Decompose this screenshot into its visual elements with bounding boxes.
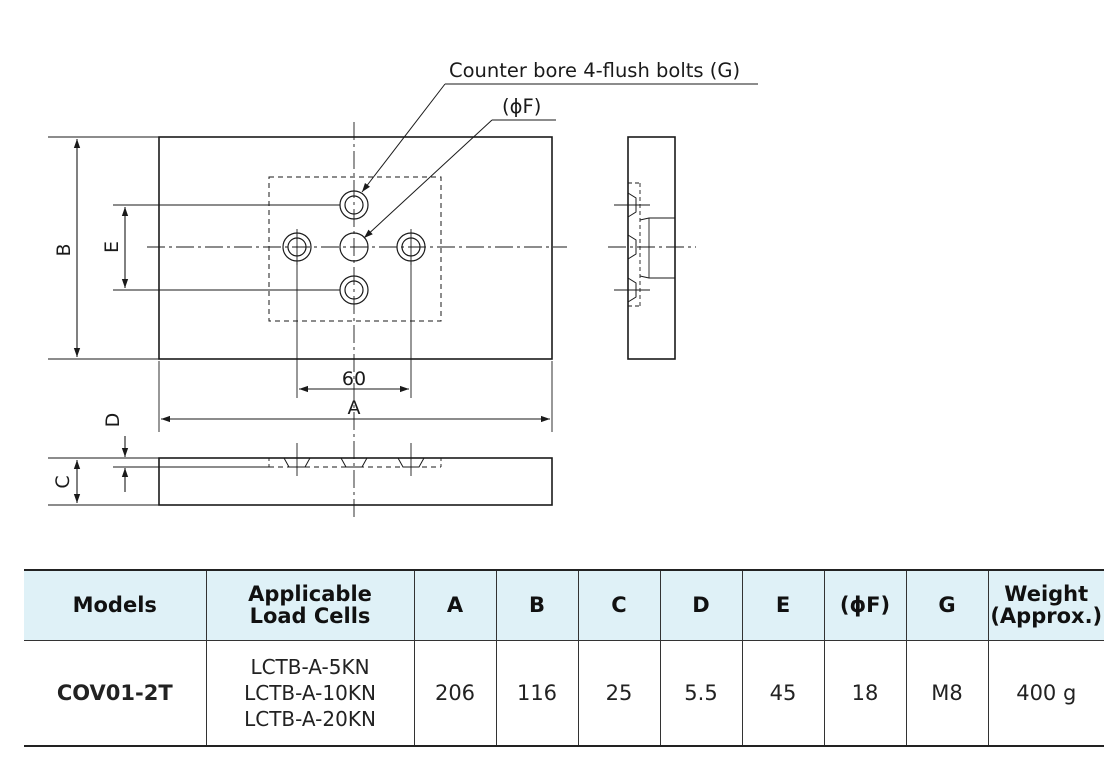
cell-e: 45: [741, 639, 825, 747]
load-cell-item: LCTB-A-10KN: [244, 680, 376, 705]
cell-a: 206: [413, 639, 497, 747]
callout-bolts-label: Counter bore 4-flush bolts (G): [449, 59, 740, 82]
bottom-outline: [158, 457, 553, 506]
header-models: Models: [24, 569, 207, 641]
leader-bolts: [361, 83, 446, 193]
header-weight-line2: (Approx.): [990, 604, 1103, 629]
header-load-cells-line2: Load Cells: [249, 604, 371, 629]
cell-c: 25: [577, 639, 661, 747]
dim-c-label: C: [52, 475, 74, 488]
plate-outline: [158, 136, 553, 360]
spec-table: Models Applicable Load Cells A B C D E (…: [24, 569, 1104, 747]
dim-b-label: B: [53, 243, 75, 256]
dim-d-label: D: [102, 413, 124, 428]
header-e: E: [741, 569, 825, 641]
header-f: (ϕF): [823, 569, 907, 641]
header-weight-line1: Weight: [1004, 582, 1089, 607]
bolt-pattern-zone: [268, 176, 442, 322]
dim-e-label: E: [101, 241, 123, 253]
cell-model: COV01-2T: [24, 639, 207, 747]
header-b: B: [495, 569, 579, 641]
side-view: [608, 136, 696, 360]
center-hole: [339, 232, 369, 262]
header-c: C: [577, 569, 661, 641]
header-a: A: [413, 569, 497, 641]
cell-d: 5.5: [659, 639, 743, 747]
header-d: D: [659, 569, 743, 641]
side-outline: [627, 136, 676, 360]
load-cell-item: LCTB-A-20KN: [244, 706, 376, 731]
header-load-cells: Applicable Load Cells: [205, 569, 415, 641]
header-weight: Weight (Approx.): [987, 569, 1104, 641]
bottom-view: [48, 436, 553, 506]
leader-diameter: [363, 119, 493, 239]
callout-diameter-label: (ϕF): [502, 95, 541, 118]
front-view: [48, 83, 758, 520]
cell-load-cells: LCTB-A-5KN LCTB-A-10KN LCTB-A-20KN: [205, 639, 415, 747]
technical-drawing: Counter bore 4-flush bolts (G) (ϕF) B E …: [48, 59, 758, 520]
table-row: COV01-2T LCTB-A-5KN LCTB-A-10KN LCTB-A-2…: [24, 639, 1104, 747]
header-g: G: [905, 569, 989, 641]
cell-weight: 400 g: [987, 639, 1104, 747]
cell-b: 116: [495, 639, 579, 747]
dim-a-label: A: [348, 397, 361, 419]
cell-f: 18: [823, 639, 907, 747]
load-cell-item: LCTB-A-5KN: [250, 654, 370, 679]
dim-60-label: 60: [342, 368, 366, 390]
table-header-row: Models Applicable Load Cells A B C D E (…: [24, 569, 1104, 641]
cell-g: M8: [905, 639, 989, 747]
header-load-cells-line1: Applicable: [248, 582, 372, 607]
